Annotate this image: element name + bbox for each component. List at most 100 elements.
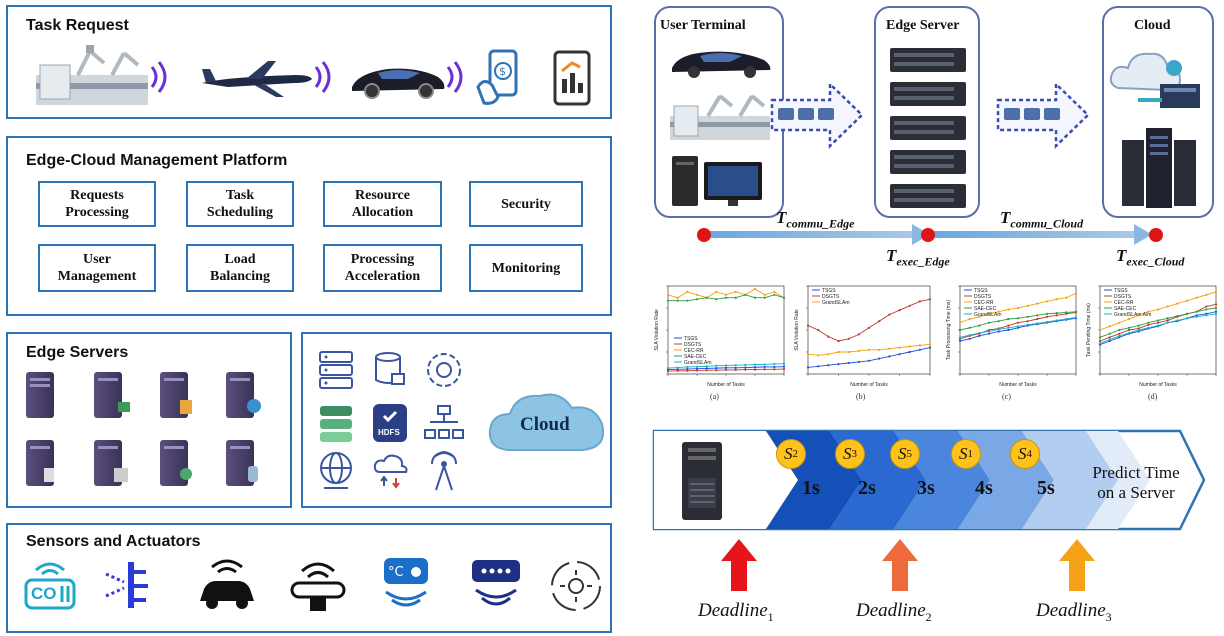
data-point xyxy=(968,317,971,321)
edge-server-title: Edge Server xyxy=(886,18,960,33)
data-point xyxy=(1166,319,1169,322)
data-point xyxy=(1108,336,1111,339)
data-point xyxy=(968,334,971,337)
co2-sensor-icon xyxy=(24,562,76,610)
data-point xyxy=(1045,300,1049,303)
data-point xyxy=(1156,319,1160,322)
data-point xyxy=(734,368,737,371)
connected-car-icon xyxy=(200,559,254,609)
data-point xyxy=(734,290,737,293)
data-point xyxy=(1127,326,1131,329)
data-point xyxy=(1026,315,1029,318)
data-point xyxy=(1214,290,1218,293)
cloud-icon xyxy=(488,393,604,451)
data-point xyxy=(753,287,757,291)
data-point xyxy=(782,365,786,368)
data-point xyxy=(918,348,921,351)
data-point xyxy=(1108,325,1111,328)
x-axis-label: Number of Tasks xyxy=(707,382,745,388)
data-point xyxy=(1214,303,1218,306)
data-point xyxy=(1118,332,1121,335)
temperature-humidity-icon: °C xyxy=(384,558,428,607)
data-point xyxy=(686,365,689,369)
timeline-track xyxy=(697,224,1163,245)
data-point xyxy=(857,349,860,352)
cloud-gear-server-icon xyxy=(1109,52,1200,108)
x-axis-label: Number of Tasks xyxy=(999,382,1037,388)
hdfs-label: HDFS xyxy=(378,428,400,437)
plot-frame xyxy=(807,285,931,375)
data-point xyxy=(695,298,699,301)
data-point xyxy=(837,350,840,354)
data-point xyxy=(1166,321,1169,324)
data-point xyxy=(1007,308,1010,311)
cloud-datacenter-icon xyxy=(1122,128,1196,208)
data-point xyxy=(987,321,991,324)
sensors-title: Sensors and Actuators xyxy=(26,533,201,550)
data-point xyxy=(676,369,679,372)
data-point xyxy=(1108,332,1111,335)
data-point xyxy=(715,369,718,372)
data-point xyxy=(1016,325,1020,328)
data-point xyxy=(1007,326,1010,329)
data-point xyxy=(987,330,991,333)
data-point xyxy=(968,337,971,340)
svg-text:°C: °C xyxy=(388,565,404,580)
legend-label: SAE-CEC xyxy=(684,354,707,360)
deadline-3-arrow-icon xyxy=(1059,539,1095,591)
wireless-signal-icon xyxy=(446,61,463,93)
data-point xyxy=(782,296,786,299)
time-label-5s: 5s xyxy=(1037,477,1055,499)
data-point xyxy=(958,336,962,339)
data-point xyxy=(918,300,921,303)
module-monitoring: Monitoring xyxy=(469,244,583,292)
deadline-1-arrow-icon xyxy=(721,539,757,591)
legend-label: TSGS xyxy=(822,288,836,294)
data-point xyxy=(898,309,901,312)
data-point xyxy=(1055,298,1058,301)
data-point xyxy=(1176,302,1179,305)
tablet-analytics-icon xyxy=(553,50,591,106)
data-point xyxy=(1166,317,1169,320)
x-axis-label: Number of Tasks xyxy=(1139,382,1177,388)
legend-label: SAE-CEC xyxy=(974,306,997,312)
module-resource-allocation: Resource Allocation xyxy=(323,181,442,227)
data-point xyxy=(1026,304,1029,307)
edge-rack-servers-icon xyxy=(890,48,966,208)
data-point xyxy=(676,366,679,369)
network-hierarchy-icon xyxy=(424,405,464,439)
terminal-car-icon xyxy=(672,51,771,78)
cloud-column-title: Cloud xyxy=(1134,18,1171,33)
data-point xyxy=(987,312,991,315)
data-point xyxy=(1127,328,1131,332)
data-point xyxy=(715,364,718,367)
data-point xyxy=(744,366,747,369)
data-point xyxy=(867,359,871,362)
module-task-scheduling: Task Scheduling xyxy=(186,181,294,227)
legend-label: DSGTS xyxy=(1114,294,1132,300)
data-point xyxy=(1098,328,1102,332)
data-point xyxy=(806,366,810,369)
t-commu-edge-label: Tcommu_Edge xyxy=(776,208,855,231)
legend-label: GrandSLAm xyxy=(974,312,1002,318)
data-point xyxy=(837,363,840,366)
data-point xyxy=(1045,312,1049,315)
edge-server-box xyxy=(874,6,980,218)
data-point xyxy=(724,364,728,367)
data-point xyxy=(847,350,850,354)
server-tower-icon xyxy=(682,442,722,520)
data-point xyxy=(1055,312,1058,315)
data-point xyxy=(1055,314,1058,317)
data-point xyxy=(1205,293,1208,296)
hdfs-icon xyxy=(373,404,407,442)
chart-b-caption: (b) xyxy=(856,392,866,401)
data-point xyxy=(1176,319,1179,322)
data-point xyxy=(724,366,728,369)
data-point xyxy=(867,348,871,351)
